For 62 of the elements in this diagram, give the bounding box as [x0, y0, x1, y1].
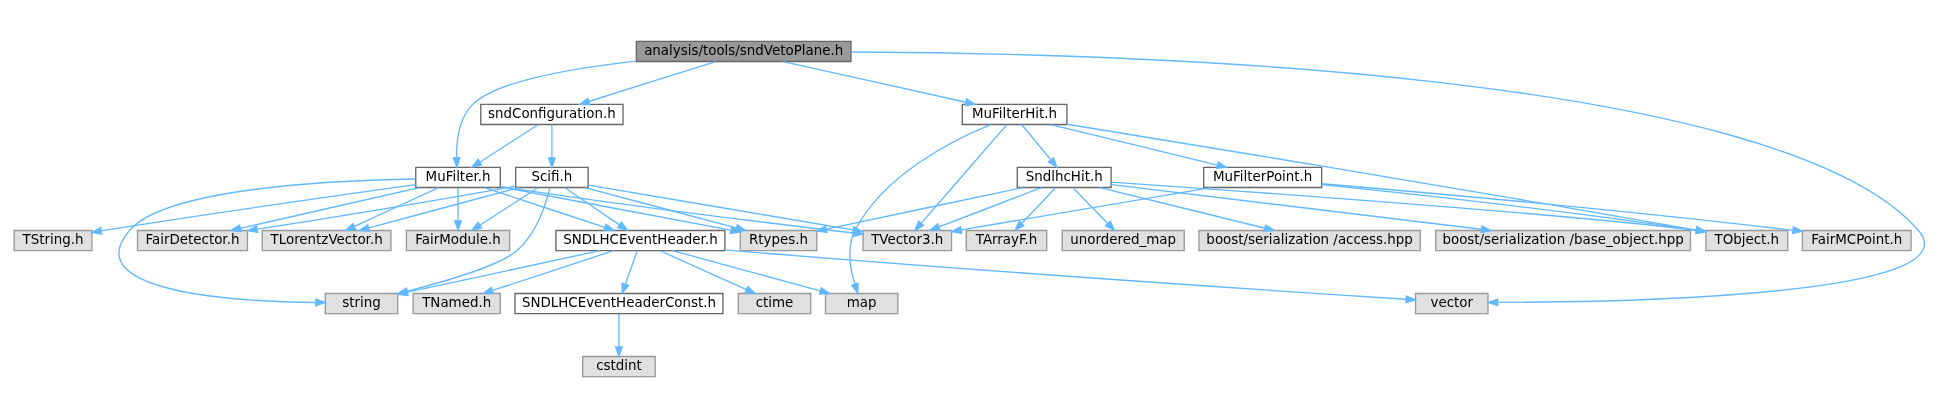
arrow [671, 249, 832, 295]
arrow [1066, 123, 1708, 234]
arrow [452, 59, 637, 169]
arrow [782, 60, 978, 106]
arrow [949, 186, 1212, 234]
node-box: FairModule.h [405, 229, 511, 251]
arrow [357, 186, 520, 232]
arrow [481, 249, 615, 294]
arrow [564, 186, 629, 231]
arrow [1099, 186, 1276, 232]
node-box: boost/serialization /base_object.hpp [1435, 229, 1692, 251]
node-box: analysis/tools/sndVetoPlane.h [635, 40, 852, 62]
arrow [483, 186, 616, 231]
arrow [1021, 123, 1059, 169]
node-box: TVector3.h [862, 229, 953, 251]
node-box: TNamed.h [412, 292, 501, 314]
node-box: string [324, 292, 399, 314]
arrow [1013, 186, 1057, 232]
arrow [89, 183, 417, 235]
node-box: FairDetector.h [136, 229, 249, 251]
arrow [229, 186, 421, 232]
node-box: TArrayF.h [965, 229, 1048, 251]
arrow [470, 123, 539, 168]
node-box: map [824, 292, 899, 314]
node-box: FairMCPoint.h [1801, 229, 1912, 251]
arrow [1072, 186, 1116, 232]
node-box: MuFilter.h [415, 166, 501, 188]
arrow [1321, 183, 1708, 234]
arrow [724, 248, 1418, 303]
arrow [1321, 182, 1805, 234]
node-box: unordered_map [1061, 229, 1185, 251]
node-box: SndlhcHit.h [1016, 166, 1112, 188]
arrow [118, 177, 416, 307]
arrow [453, 186, 463, 232]
arrow [814, 186, 1024, 233]
arrow [621, 249, 638, 295]
node-box: Rtypes.h [739, 229, 818, 251]
arrow [614, 312, 624, 358]
node-box: MuFilterHit.h [961, 103, 1068, 125]
node-box: MuFilterPoint.h [1203, 166, 1323, 188]
node-box: TString.h [13, 229, 93, 251]
node-box: ctime [737, 292, 812, 314]
arrow [1110, 180, 1708, 234]
arrow [1050, 123, 1229, 169]
arrow [470, 186, 539, 231]
arrow [928, 186, 1043, 231]
node-box: Scifi.h [515, 166, 589, 188]
node-box: SNDLHCEventHeaderConst.h [514, 292, 724, 314]
node-box: boost/serialization /access.hpp [1198, 229, 1421, 251]
node-box: sndConfiguration.h [480, 103, 624, 125]
arrow [659, 249, 757, 294]
node-box: cstdint [582, 355, 656, 377]
arrow [343, 186, 440, 231]
arrow [1110, 183, 1493, 233]
arrow [577, 60, 717, 105]
node-box: TObject.h [1705, 229, 1789, 251]
arrow [547, 123, 557, 169]
node-box: TLorentzVector.h [261, 229, 392, 251]
arrow [913, 123, 1008, 232]
arrow [245, 184, 517, 233]
node-box: vector [1414, 292, 1489, 314]
node-box: SNDLHCEventHeader.h [555, 229, 726, 251]
